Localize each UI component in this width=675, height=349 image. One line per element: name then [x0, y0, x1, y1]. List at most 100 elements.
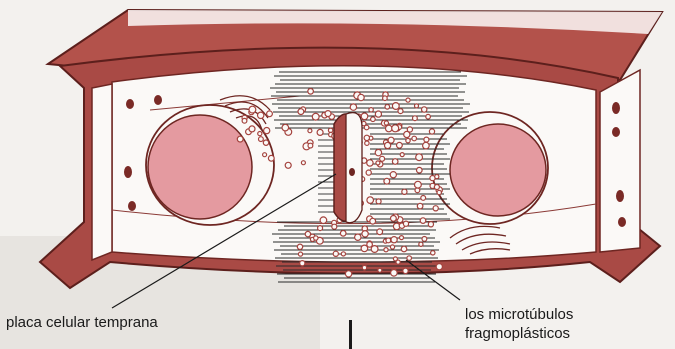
vesicle	[398, 109, 403, 114]
vesicle	[325, 111, 331, 117]
vesicle	[258, 132, 262, 136]
vesicle	[403, 268, 408, 273]
vesicle	[429, 129, 434, 134]
vesicle	[378, 268, 382, 272]
vesicle	[384, 178, 390, 184]
vesicle	[391, 237, 397, 243]
vesicle	[417, 167, 423, 173]
vesicle	[297, 244, 302, 249]
vesicle	[258, 112, 264, 118]
vesicle	[341, 252, 345, 256]
vesicle	[431, 251, 435, 255]
vesicle	[263, 140, 268, 145]
vesicle	[298, 109, 304, 115]
vesicle	[285, 162, 291, 168]
left-nucleus	[148, 115, 252, 219]
vesicle	[390, 172, 396, 178]
vesicle	[390, 245, 394, 249]
vesicle	[264, 128, 270, 134]
vesicle	[419, 242, 423, 246]
vesicle	[249, 106, 256, 113]
vesicle	[420, 218, 426, 224]
vesicle	[392, 125, 399, 132]
vesicle	[422, 237, 427, 242]
vesicle	[308, 129, 312, 133]
left-wall-panel	[92, 84, 112, 260]
vesicle	[320, 217, 327, 224]
vesicle	[367, 160, 373, 166]
vesicle	[417, 203, 423, 209]
vesicle	[421, 196, 426, 201]
vesicle	[433, 206, 438, 211]
vesicle	[298, 252, 302, 256]
vesicle	[364, 125, 369, 130]
vesicle	[415, 181, 422, 188]
vesicle	[380, 156, 385, 161]
vesicle	[435, 175, 439, 179]
vesicle	[282, 124, 289, 131]
vesicle	[312, 113, 319, 120]
vesicle	[384, 121, 388, 125]
vesicle	[362, 265, 366, 269]
label-microtubules-line1: los microtúbulos	[465, 305, 573, 324]
label-phragmoplast-microtubules: los microtúbulos fragmoplásticos	[465, 305, 573, 343]
vesicle	[400, 236, 404, 240]
divider-bar	[349, 320, 352, 349]
vesicle	[362, 231, 368, 237]
vesicle	[422, 107, 427, 112]
vesicle	[407, 256, 412, 261]
vesicle	[437, 190, 441, 194]
vesicle	[314, 236, 318, 240]
vesicle	[308, 89, 314, 95]
vesicle	[263, 153, 267, 157]
vesicle	[300, 261, 305, 266]
vesicle	[404, 131, 410, 137]
vesicle	[377, 229, 383, 235]
vesicle	[361, 113, 368, 120]
vesicle	[428, 222, 433, 227]
vesicle	[301, 161, 305, 165]
vesicle	[400, 153, 404, 157]
vesicle	[371, 246, 378, 253]
vesicle	[406, 98, 410, 102]
vesicle	[413, 116, 418, 121]
vesicle	[391, 270, 398, 277]
vesicle	[364, 135, 369, 140]
vesicle	[436, 264, 442, 270]
vesicle	[434, 185, 439, 190]
vesicle	[392, 159, 398, 165]
vesicle	[242, 118, 247, 123]
vesicle	[350, 104, 356, 110]
vesicle	[267, 111, 273, 117]
vesicle	[367, 242, 373, 248]
vesicle	[340, 231, 346, 237]
vesicle	[370, 218, 376, 224]
vesicle	[367, 197, 374, 204]
vesicle	[385, 105, 390, 110]
vesicle	[384, 248, 388, 252]
vesicle	[397, 142, 403, 148]
vesicle	[365, 141, 369, 145]
right-nucleus	[450, 124, 546, 216]
vesicle	[386, 238, 391, 243]
vesicle	[237, 136, 243, 142]
vesicle	[375, 111, 381, 117]
vesicle	[317, 129, 323, 135]
vesicle	[396, 260, 400, 264]
vesicle	[305, 231, 310, 236]
vesicle	[426, 114, 431, 119]
vesicle	[366, 170, 371, 175]
vesicle	[358, 94, 364, 100]
vesicle	[406, 138, 410, 142]
vesicle	[383, 96, 388, 101]
vesicle	[345, 271, 351, 277]
vesicle	[318, 226, 323, 231]
vesicle	[391, 216, 397, 222]
vesicle	[375, 149, 381, 155]
vesicle	[308, 143, 313, 148]
vesicle	[369, 108, 373, 112]
vesicle	[268, 155, 274, 161]
vesicle	[412, 136, 417, 141]
cell-plate-pore	[349, 168, 355, 176]
